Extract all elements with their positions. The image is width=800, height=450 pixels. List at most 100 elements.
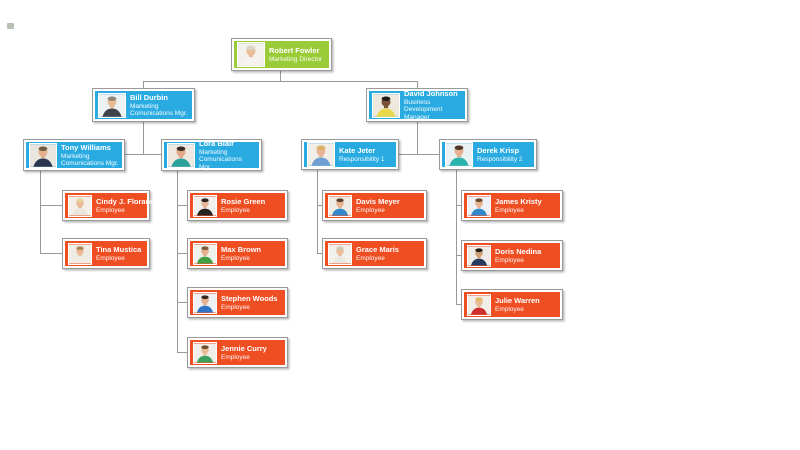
node-fill: Jennie Curry Employee (190, 340, 285, 365)
connector-line (177, 171, 178, 353)
node-text: Tony Williams Marketing Comunications Mg… (61, 143, 119, 168)
node-fill: James Kristy Employee (464, 193, 560, 218)
employee-photo (467, 293, 491, 316)
node-text: Bill Durbin Marketing Comunications Mgr. (130, 93, 189, 118)
person-name: David Johnson (404, 88, 458, 98)
node-text: Lora Blair Marketing Comunications Mgr. (199, 139, 256, 171)
employee-photo (68, 194, 92, 217)
org-node-rosie-green[interactable]: Rosie Green Employee (187, 190, 288, 221)
node-text: Doris Nedina Employee (495, 247, 541, 264)
node-fill: Julie Warren Employee (464, 292, 560, 317)
connector-line (417, 122, 418, 155)
org-node-derek-krisp[interactable]: Derek Krisp Responsibility 2 (439, 139, 537, 170)
employee-photo (167, 142, 195, 168)
node-fill: Doris Nedina Employee (464, 243, 560, 268)
node-fill: David Johnson Business Development Manag… (369, 88, 465, 121)
node-fill: Lora Blair Marketing Comunications Mgr. (164, 139, 259, 171)
org-node-david-johnson[interactable]: David Johnson Business Development Manag… (366, 88, 468, 122)
node-text: James Kristy Employee (495, 197, 542, 214)
employee-photo (328, 194, 352, 217)
person-title: Marketing Comunications Mgr. (61, 152, 119, 167)
person-title: Responsibility 2 (477, 155, 523, 163)
node-text: Max Brown Employee (221, 245, 261, 262)
node-fill: Rosie Green Employee (190, 193, 285, 218)
person-title: Employee (221, 254, 250, 262)
node-fill: Max Brown Employee (190, 241, 285, 266)
employee-photo (98, 92, 126, 118)
org-node-bill-durbin[interactable]: Bill Durbin Marketing Comunications Mgr. (92, 88, 195, 122)
connector-line (456, 205, 461, 206)
person-name: Stephen Woods (221, 293, 278, 303)
person-title: Marketing Comunications Mgr. (199, 148, 242, 171)
person-title: Employee (495, 206, 524, 214)
person-name: Bill Durbin (130, 92, 168, 102)
org-node-james-kristy[interactable]: James Kristy Employee (461, 190, 563, 221)
org-node-doris-nedina[interactable]: Doris Nedina Employee (461, 240, 563, 271)
employee-photo (445, 142, 473, 167)
person-name: Max Brown (221, 244, 262, 254)
org-node-lora-blair[interactable]: Lora Blair Marketing Comunications Mgr. (161, 139, 262, 171)
employee-photo (237, 42, 265, 67)
connector-line (280, 71, 281, 81)
node-text: Kate Jeter Responsibility 1 (339, 146, 385, 163)
person-name: Rosie Green (221, 196, 266, 206)
org-node-julie-warren[interactable]: Julie Warren Employee (461, 289, 563, 320)
node-text: Jennie Curry Employee (221, 344, 267, 361)
org-node-davis-meyer[interactable]: Davis Meyer Employee (322, 190, 427, 221)
person-title: Marketing Comunications Mgr. (130, 102, 188, 117)
org-node-tina-mustica[interactable]: Tina Mustica Employee (62, 238, 150, 269)
connector-line (456, 170, 457, 305)
person-title: Business Development Manager (404, 98, 443, 121)
connector-line (417, 81, 418, 88)
employee-photo (372, 92, 400, 118)
connector-line (456, 255, 461, 256)
org-node-robert-fowler[interactable]: Robert Fowler Marketing Director (231, 38, 332, 71)
person-name: Tina Mustica (96, 244, 142, 254)
node-fill: Robert Fowler Marketing Director (234, 41, 329, 68)
org-node-jennie-curry[interactable]: Jennie Curry Employee (187, 337, 288, 368)
employee-photo (328, 242, 352, 265)
employee-photo (68, 242, 92, 265)
person-title: Responsibility 1 (339, 155, 385, 163)
person-name: Derek Krisp (477, 145, 520, 155)
person-title: Employee (495, 256, 524, 264)
person-name: Robert Fowler (269, 45, 320, 55)
org-node-cindy-j-florance[interactable]: Cindy J. Florance Employee (62, 190, 159, 221)
person-name: Grace Maris (356, 244, 399, 254)
person-name: Jennie Curry (221, 343, 267, 353)
person-title: Employee (221, 353, 250, 361)
node-fill: Tina Mustica Employee (65, 241, 147, 266)
person-title: Employee (356, 206, 385, 214)
node-text: Stephen Woods Employee (221, 294, 278, 311)
node-fill: Grace Maris Employee (325, 241, 424, 266)
employee-photo (193, 194, 217, 217)
connector-line (177, 253, 187, 254)
org-node-grace-maris[interactable]: Grace Maris Employee (322, 238, 427, 269)
employee-photo (467, 194, 491, 217)
node-text: Davis Meyer Employee (356, 197, 400, 214)
employee-photo (467, 244, 491, 267)
person-title: Employee (96, 206, 125, 214)
connector-line (177, 302, 187, 303)
person-name: Lora Blair (199, 138, 235, 148)
person-title: Employee (221, 303, 250, 311)
person-name: James Kristy (495, 196, 542, 206)
connector-line (40, 205, 62, 206)
employee-photo (193, 291, 217, 314)
node-fill: Davis Meyer Employee (325, 193, 424, 218)
node-text: Julie Warren Employee (495, 296, 540, 313)
employee-photo (193, 341, 217, 364)
org-node-kate-jeter[interactable]: Kate Jeter Responsibility 1 (301, 139, 399, 170)
org-node-stephen-woods[interactable]: Stephen Woods Employee (187, 287, 288, 318)
connector-line (399, 154, 439, 155)
node-fill: Derek Krisp Responsibility 2 (442, 142, 534, 167)
org-node-max-brown[interactable]: Max Brown Employee (187, 238, 288, 269)
person-name: Doris Nedina (495, 246, 542, 256)
node-fill: Tony Williams Marketing Comunications Mg… (26, 142, 122, 168)
org-node-tony-williams[interactable]: Tony Williams Marketing Comunications Mg… (23, 139, 125, 171)
connector-line (143, 122, 144, 155)
node-text: Tina Mustica Employee (96, 245, 141, 262)
connector-line (456, 304, 461, 305)
person-title: Employee (96, 254, 125, 262)
